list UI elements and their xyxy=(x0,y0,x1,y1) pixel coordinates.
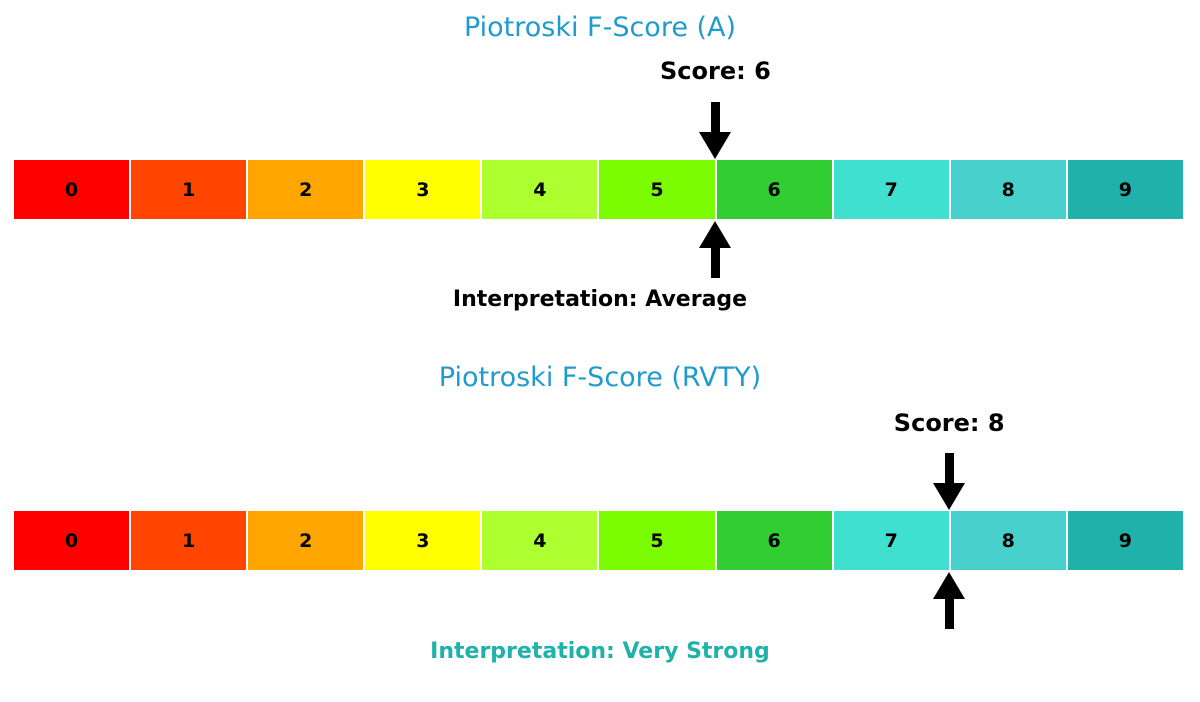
scale-cell-0: 0 xyxy=(14,160,130,219)
scale-cell-6: 6 xyxy=(716,511,832,570)
scale-cell-9: 9 xyxy=(1067,511,1183,570)
scale-cell-4: 4 xyxy=(482,160,598,219)
scale-cell-1: 1 xyxy=(131,511,247,570)
scale-cell-4: 4 xyxy=(482,511,598,570)
scale-cell-label: 1 xyxy=(182,178,196,201)
scale-cell-label: 1 xyxy=(182,529,196,552)
scale-cell-label: 2 xyxy=(299,529,313,552)
scale-cell-3: 3 xyxy=(365,511,481,570)
arrow-head xyxy=(933,572,966,599)
arrow-shaft xyxy=(710,248,720,278)
scale-cell-label: 6 xyxy=(767,529,781,552)
scale-cell-label: 7 xyxy=(884,178,898,201)
score-bar: 0 1 2 3 4 5 6 7 8 9 xyxy=(14,160,1183,219)
scale-cell-3: 3 xyxy=(365,160,481,219)
score-arrow-up-icon xyxy=(932,572,966,629)
arrow-shaft xyxy=(944,453,954,483)
arrow-head xyxy=(699,221,732,248)
interpretation-label: Interpretation: Very Strong xyxy=(430,639,770,664)
scale-cell-label: 2 xyxy=(299,178,313,201)
scale-cell-label: 4 xyxy=(533,529,547,552)
scale-cell-label: 9 xyxy=(1118,178,1132,201)
chart-title: Piotroski F-Score (A) xyxy=(463,12,737,43)
scale-cell-label: 5 xyxy=(650,178,664,201)
scale-cell-label: 4 xyxy=(533,178,547,201)
scale-cell-label: 6 xyxy=(767,178,781,201)
arrow-head xyxy=(699,132,732,159)
arrow-shaft xyxy=(944,599,954,629)
scale-cell-label: 3 xyxy=(416,178,430,201)
scale-cell-5: 5 xyxy=(599,160,715,219)
scale-cell-5: 5 xyxy=(599,511,715,570)
score-label: Score: 8 xyxy=(893,409,1005,437)
scale-cell-label: 7 xyxy=(884,529,898,552)
scale-cell-label: 5 xyxy=(650,529,664,552)
scale-cell-label: 9 xyxy=(1118,529,1132,552)
scale-cell-1: 1 xyxy=(131,160,247,219)
scale-cell-6: 6 xyxy=(716,160,832,219)
scale-cell-9: 9 xyxy=(1067,160,1183,219)
scale-cell-8: 8 xyxy=(950,511,1066,570)
score-bar: 0 1 2 3 4 5 6 7 8 9 xyxy=(14,511,1183,570)
interpretation-label: Interpretation: Average xyxy=(452,287,748,312)
scale-cell-0: 0 xyxy=(14,511,130,570)
chart-title: Piotroski F-Score (RVTY) xyxy=(438,362,762,393)
arrow-shaft xyxy=(710,102,720,132)
score-label: Score: 6 xyxy=(660,57,771,85)
scale-cell-label: 3 xyxy=(416,529,430,552)
scale-cell-2: 2 xyxy=(248,160,364,219)
scale-cell-8: 8 xyxy=(950,160,1066,219)
scale-cell-7: 7 xyxy=(833,160,949,219)
scale-cell-label: 8 xyxy=(1001,178,1015,201)
score-arrow-down-icon xyxy=(932,453,966,510)
scale-cell-2: 2 xyxy=(248,511,364,570)
arrow-head xyxy=(933,483,966,510)
score-arrow-down-icon xyxy=(698,102,732,159)
scale-cell-label: 0 xyxy=(64,178,79,201)
scale-cell-7: 7 xyxy=(833,511,949,570)
scale-cell-label: 8 xyxy=(1001,529,1015,552)
scale-cell-label: 0 xyxy=(64,529,79,552)
score-arrow-up-icon xyxy=(698,221,732,278)
